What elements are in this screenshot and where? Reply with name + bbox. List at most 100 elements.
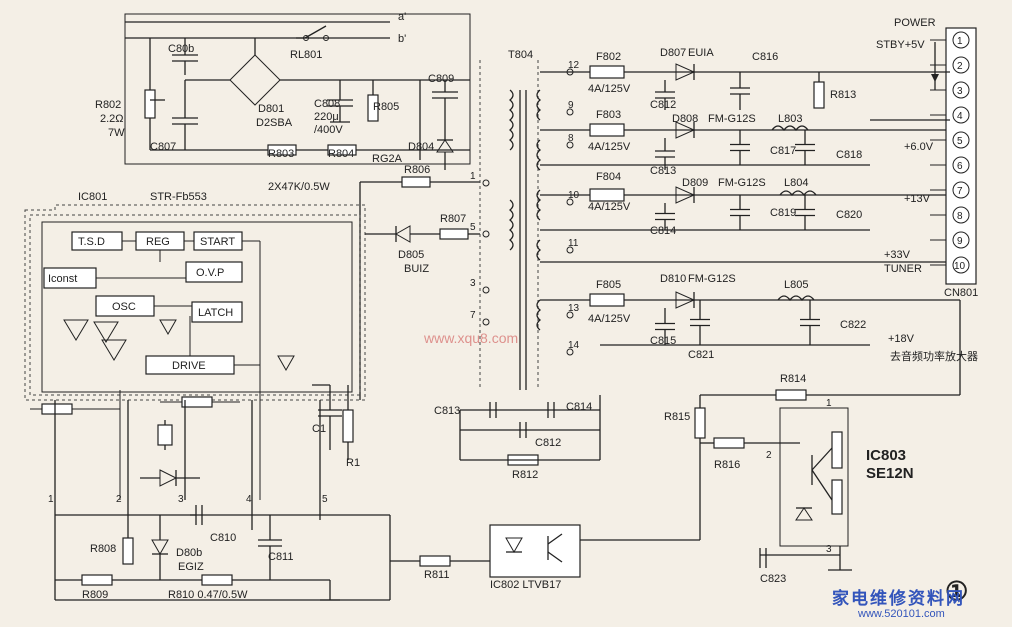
label-r808: R808 [90, 543, 116, 555]
label-d80b: D80b [176, 547, 202, 559]
label-r802v: 2.2Ω [100, 113, 124, 125]
cn801-pin [952, 31, 970, 49]
label-fmg12s_a: FM-G12S [708, 113, 756, 125]
label-start: START [200, 236, 235, 248]
cn801-pin [952, 106, 970, 124]
transformer-pin [566, 108, 574, 116]
label-c821: C821 [688, 349, 714, 361]
transformer-pin [566, 141, 574, 149]
label-d808: D808 [672, 113, 698, 125]
cn801-pin-label: 5 [957, 136, 963, 147]
label-t804: T804 [508, 49, 533, 61]
cn801-pin-label: 6 [957, 161, 963, 172]
label-c816: C816 [752, 51, 778, 63]
label-r806: R806 [404, 164, 430, 176]
label-l804: L804 [784, 177, 808, 189]
cn801-pin-label: 7 [957, 186, 963, 197]
label-d809: D809 [682, 177, 708, 189]
label-c808: C808 [314, 98, 340, 110]
cn801-pin-label: 4 [957, 111, 963, 122]
cn801-pin [952, 231, 970, 249]
label-fmg12s_c: FM-G12S [688, 273, 736, 285]
label-drive: DRIVE [172, 360, 206, 372]
label-c807: C807 [150, 141, 176, 153]
label-c815: C815 [650, 335, 676, 347]
transformer-pin-label: 13 [568, 303, 580, 314]
ic801-pin-label: 5 [322, 494, 328, 505]
ic801-body [41, 221, 353, 393]
transformer-pin [482, 286, 490, 294]
brand-title: 家电维修资料网 [832, 589, 965, 609]
label-r811: R811 [424, 569, 449, 581]
label-c817: C817 [770, 145, 796, 157]
ic801-pin-label: 4 [246, 494, 252, 505]
label-r804: R804 [328, 148, 354, 160]
transformer-pin-label: 8 [568, 133, 574, 144]
transformer-pin [482, 318, 490, 326]
label-euia: EUIA [688, 47, 714, 59]
ic803-pin-label: 1 [826, 398, 832, 409]
label-ic802: IC802 LTVB17 [490, 579, 561, 591]
label-v13: +13V [904, 193, 931, 205]
transformer-pin-label: 7 [470, 310, 476, 321]
cn801-pin-label: 2 [957, 61, 963, 72]
transformer-pin-label: 9 [568, 100, 574, 111]
brand-url: www.520101.com [858, 608, 945, 620]
label-amp: 去音频功率放大器 [890, 349, 978, 363]
transformer-pin [482, 179, 490, 187]
cn801-pin [952, 256, 970, 274]
label-r1: R1 [346, 457, 360, 469]
label-f802v: 4A/125V [588, 83, 631, 95]
cn801-pin [952, 131, 970, 149]
label-f804v: 4A/125V [588, 201, 631, 213]
ic801-pin-label: 2 [116, 494, 122, 505]
label-r815: R815 [664, 411, 690, 423]
label-r807: R807 [440, 213, 466, 225]
label-r816: R816 [714, 459, 740, 471]
label-se12n: SE12N [866, 465, 914, 482]
transformer-pin-label: 5 [470, 222, 476, 233]
label-r802w: 7W [108, 127, 125, 139]
label-fig: ① [945, 576, 968, 606]
label-power: POWER [894, 17, 936, 29]
label-fmg12s_b: FM-G12S [718, 177, 766, 189]
label-rg2a: RG2A [372, 153, 403, 165]
label-osc: OSC [112, 301, 136, 313]
label-c811: C811 [268, 551, 293, 563]
label-b: b' [398, 33, 406, 45]
label-l803: L803 [778, 113, 802, 125]
label-r809: R809 [82, 589, 108, 601]
label-cn801: CN801 [944, 287, 978, 299]
label-r803: R803 [268, 148, 294, 160]
transformer-pin [566, 348, 574, 356]
label-v6: +6.0V [904, 141, 934, 153]
cn801-pin-label: 9 [957, 236, 963, 247]
label-r805: R805 [373, 101, 399, 113]
label-r813: R813 [830, 89, 856, 101]
label-c814b: C814 [650, 225, 676, 237]
cn801-pin-label: 10 [954, 261, 966, 272]
cn801-connector [945, 27, 977, 285]
label-egiz: EGIZ [178, 561, 204, 573]
transformer-pin [566, 198, 574, 206]
label-c809: C809 [428, 73, 454, 85]
transformer-pin-label: 3 [470, 278, 476, 289]
label-ic803: IC803 [866, 447, 906, 464]
label-d807: D807 [660, 47, 686, 59]
label-c820: C820 [836, 209, 862, 221]
label-f804: F804 [596, 171, 621, 183]
label-ovp: O.V.P [196, 267, 224, 279]
label-c1: C1 [312, 423, 326, 435]
label-c819: C819 [770, 207, 796, 219]
transformer-pin-label: 1 [470, 171, 476, 182]
label-f802: F802 [596, 51, 621, 63]
label-c812b: C812 [535, 437, 561, 449]
label-d2sba: D2SBA [256, 117, 293, 129]
transformer-pin [566, 311, 574, 319]
label-f803: F803 [596, 109, 621, 121]
label-l805: L805 [784, 279, 808, 291]
transformer-pin-label: 12 [568, 60, 580, 71]
label-v33: +33V [884, 249, 911, 261]
